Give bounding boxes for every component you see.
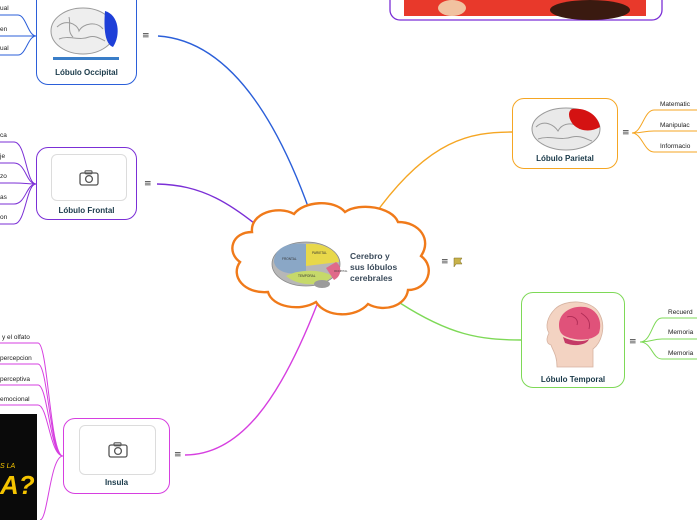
- temporal-leaf-2[interactable]: Memoria: [668, 329, 694, 336]
- node-insula[interactable]: Insula: [63, 418, 170, 494]
- frontal-leaf-lines: [0, 141, 37, 225]
- frontal-leaf-1[interactable]: ca: [0, 132, 7, 139]
- connector-insula: [184, 301, 319, 456]
- central-title-line-3: cerebrales: [350, 273, 393, 283]
- camera-icon: [108, 442, 128, 458]
- occipital-leaf-2[interactable]: en: [0, 26, 8, 33]
- video-thumbnail[interactable]: [0, 414, 37, 520]
- insula-leaf-2[interactable]: percepcion: [0, 355, 32, 362]
- occipital-brain-image: [50, 7, 119, 60]
- central-brain-image: FRONTAL PARIETAL TEMPORAL OCCIPITAL: [271, 241, 348, 288]
- frontal-leaf-2[interactable]: je: [0, 153, 6, 160]
- insula-image-placeholder[interactable]: [79, 425, 156, 475]
- connector-temporal: [399, 302, 522, 341]
- frontal-leaf-4[interactable]: as: [0, 194, 7, 201]
- insula-leaf-lines: [0, 342, 64, 520]
- frontal-leaf-5[interactable]: on: [0, 214, 8, 221]
- central-menu-icon[interactable]: ≡: [441, 257, 449, 267]
- frontal-leaf-3[interactable]: zo: [0, 173, 7, 180]
- node-temporal[interactable]: Lóbulo Temporal: [521, 292, 625, 388]
- temporal-leaf-1[interactable]: Recuerd: [668, 309, 693, 316]
- occipital-leaf-lines: [0, 14, 37, 56]
- temporal-leaf-lines: [639, 317, 697, 360]
- insula-leaf-4[interactable]: emocional: [0, 396, 30, 403]
- parietal-leaf-2[interactable]: Manipulac: [660, 122, 690, 129]
- temporal-leaf-3[interactable]: Memoria: [668, 350, 694, 357]
- central-title[interactable]: Cerebro y sus lóbulos cerebrales: [350, 251, 430, 284]
- central-title-line-2: sus lóbulos: [350, 262, 398, 272]
- top-image-hand: [438, 0, 466, 16]
- insula-menu-icon[interactable]: ≡: [174, 450, 182, 460]
- node-frontal[interactable]: Lóbulo Frontal: [36, 147, 137, 220]
- frontal-title: Lóbulo Frontal: [58, 206, 115, 215]
- insula-leaf-1[interactable]: y el olfato: [2, 334, 30, 341]
- frontal-menu-icon[interactable]: ≡: [144, 179, 152, 189]
- brain-label-temporal: TEMPORAL: [298, 274, 316, 278]
- top-image-figure: [550, 0, 630, 20]
- camera-icon: [79, 170, 99, 186]
- video-caption-big: A?: [0, 470, 35, 500]
- frontal-image-placeholder[interactable]: [51, 154, 127, 201]
- brain-label-parietal: PARIETAL: [312, 251, 327, 255]
- parietal-leaf-1[interactable]: Matematic: [660, 101, 690, 108]
- parietal-brain-image: [531, 107, 601, 151]
- parietal-leaf-3[interactable]: Informacio: [660, 143, 691, 150]
- brain-label-occipital: OCCIPITAL: [334, 269, 348, 273]
- central-title-line-1: Cerebro y: [350, 251, 390, 261]
- parietal-menu-icon[interactable]: ≡: [622, 128, 630, 138]
- occipital-leaf-3[interactable]: ual: [0, 45, 9, 52]
- central-flag-icon[interactable]: [453, 257, 463, 268]
- temporal-menu-icon[interactable]: ≡: [629, 337, 637, 347]
- parietal-leaf-lines: [631, 109, 697, 153]
- connector-parietal: [377, 131, 513, 211]
- node-parietal[interactable]: Lóbulo Parietal: [512, 98, 618, 169]
- insula-leaf-3[interactable]: perceptiva: [0, 376, 30, 383]
- temporal-head-image: [546, 301, 604, 368]
- temporal-title: Lóbulo Temporal: [540, 375, 606, 384]
- occipital-leaf-1[interactable]: ual: [0, 5, 9, 12]
- brain-label-frontal: FRONTAL: [282, 257, 297, 261]
- insula-title: Insula: [104, 478, 129, 487]
- video-caption-small: S LA: [0, 463, 16, 470]
- node-occipital[interactable]: Lóbulo Occipital: [36, 0, 137, 85]
- parietal-title: Lóbulo Parietal: [536, 154, 594, 163]
- connector-occipital: [157, 35, 311, 213]
- occipital-menu-icon[interactable]: ≡: [142, 31, 150, 41]
- occipital-title: Lóbulo Occipital: [55, 68, 118, 77]
